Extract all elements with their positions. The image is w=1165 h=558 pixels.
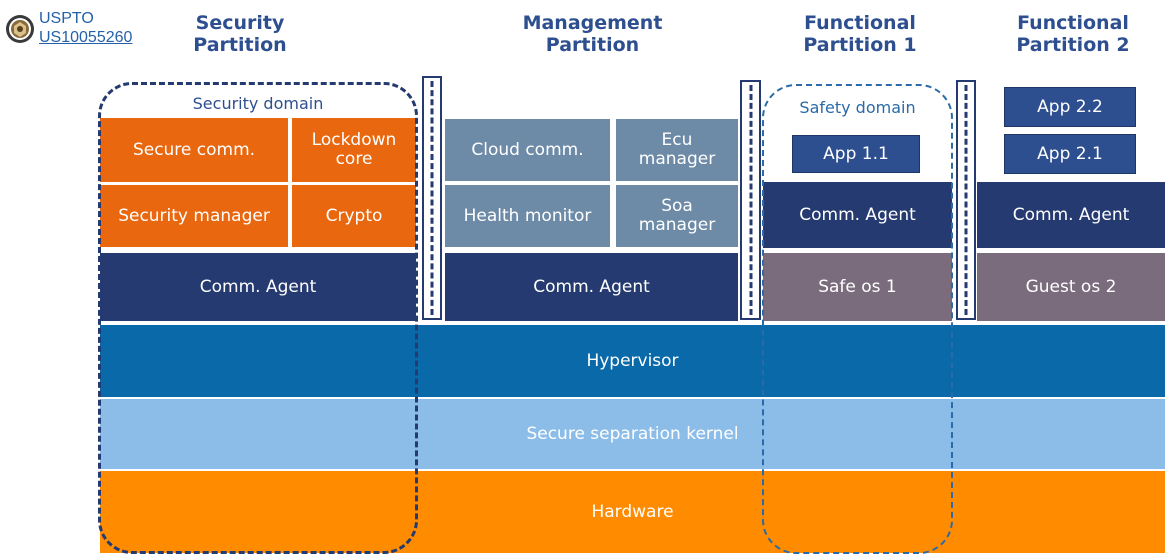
app-2-2-box: App 2.2 <box>1004 87 1136 127</box>
header-functional-partition-2: Functional Partition 2 <box>1016 12 1130 56</box>
security-manager-block: Security manager <box>100 185 288 247</box>
header-security-partition: Security Partition <box>193 12 287 56</box>
app-1-1-box: App 1.1 <box>792 135 920 173</box>
hypervisor-layer: Hypervisor <box>100 325 1165 397</box>
secure-comm-block: Secure comm. <box>100 118 288 182</box>
lockdown-core-block: Lockdown core <box>292 118 416 182</box>
patent-link[interactable]: US10055260 <box>39 29 133 46</box>
app-2-1-box: App 2.1 <box>1004 134 1136 174</box>
security-comm-agent: Comm. Agent <box>100 253 416 321</box>
management-comm-agent: Comm. Agent <box>445 253 738 321</box>
source-stamp: USPTO US10055260 <box>3 8 163 54</box>
kernel-layer: Secure separation kernel <box>100 399 1165 469</box>
partition-separator-2 <box>740 80 761 320</box>
crypto-block: Crypto <box>292 185 416 247</box>
safe-os-1-block: Safe os 1 <box>763 253 952 321</box>
soa-manager-block: Soa manager <box>616 185 738 247</box>
fp2-comm-agent: Comm. Agent <box>977 182 1165 248</box>
cloud-comm-block: Cloud comm. <box>445 119 610 181</box>
safety-domain-outline <box>762 84 953 554</box>
partition-separator-3 <box>956 80 976 320</box>
header-functional-partition-1: Functional Partition 1 <box>803 12 917 56</box>
header-management-partition: Management Partition <box>522 12 663 56</box>
partition-separator-1 <box>422 76 442 320</box>
hardware-layer: Hardware <box>100 471 1165 553</box>
security-domain-label: Security domain <box>192 94 324 113</box>
ecu-manager-block: Ecu manager <box>616 119 738 181</box>
source-label: USPTO <box>39 10 94 27</box>
guest-os-2-block: Guest os 2 <box>977 253 1165 321</box>
health-monitor-block: Health monitor <box>445 185 610 247</box>
safety-domain-label: Safety domain <box>799 98 916 117</box>
uspto-seal-icon <box>6 15 34 43</box>
fp1-comm-agent: Comm. Agent <box>763 182 952 248</box>
security-domain-outline <box>98 82 418 554</box>
